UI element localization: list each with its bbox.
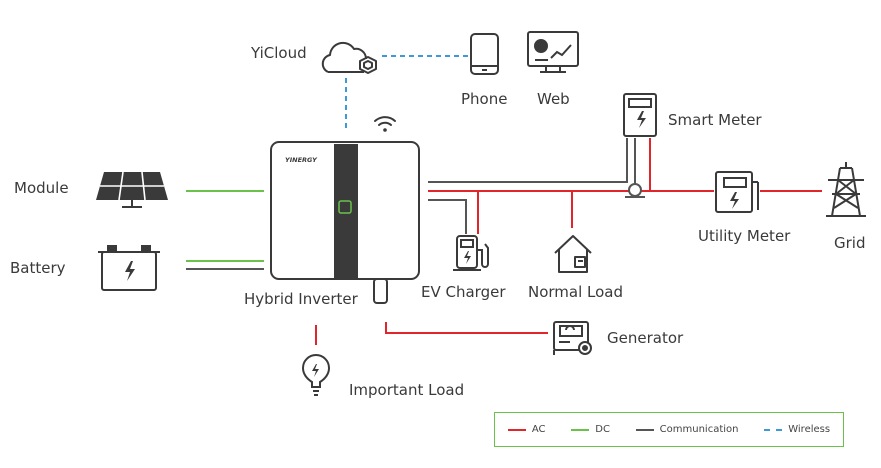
comm-line-smart-meter [428, 138, 628, 183]
normal-load-label: Normal Load [528, 283, 624, 301]
legend-label-communication: Communication [659, 424, 739, 435]
ev-charger-label: EV Charger [421, 283, 506, 301]
grid-label: Grid [834, 234, 866, 252]
legend-label-dc: DC [595, 424, 610, 435]
transmission-tower-icon [826, 162, 866, 217]
battery-label: Battery [10, 259, 66, 277]
battery-icon [98, 245, 160, 291]
ct-sensor-icon [625, 183, 645, 198]
legend-swatch-communication [635, 428, 654, 431]
solar-panel-icon [96, 171, 168, 208]
module-label: Module [14, 179, 69, 197]
web-label: Web [537, 90, 570, 108]
legend-label-ac: AC [531, 424, 546, 435]
inverter-brand-text: YINERGY [285, 156, 318, 164]
legend-swatch-dc [571, 428, 590, 431]
cloud-icon [321, 41, 377, 74]
legend-item-ac: AC [507, 424, 546, 435]
phone-icon [470, 33, 499, 75]
legend-item-communication: Communication [635, 424, 739, 435]
utility-meter-icon [715, 171, 759, 213]
comm-line-ev-charger [428, 199, 467, 234]
legend-label-wireless: Wireless [788, 424, 831, 435]
ac-line-generator [385, 322, 548, 334]
web-dashboard-icon [527, 31, 579, 73]
legend: AC DC Communication Wireless [494, 412, 844, 447]
generator-label: Generator [607, 329, 684, 347]
smart-meter-icon [623, 93, 657, 137]
smart-meter-label: Smart Meter [668, 111, 762, 129]
generator-icon [553, 321, 592, 355]
ev-charger-icon [453, 235, 489, 271]
hybrid-inverter-icon: YINERGY [270, 141, 420, 304]
legend-swatch-wireless [764, 428, 783, 431]
utility-meter-label: Utility Meter [698, 227, 791, 245]
phone-label: Phone [461, 90, 508, 108]
important-load-label: Important Load [349, 381, 465, 399]
legend-item-wireless: Wireless [764, 424, 830, 435]
house-icon [554, 235, 592, 273]
yicloud-label: YiCloud [251, 44, 307, 62]
legend-item-dc: DC [571, 424, 610, 435]
wifi-icon [374, 116, 396, 132]
hybrid-inverter-label: Hybrid Inverter [244, 290, 358, 308]
legend-swatch-ac [507, 428, 526, 431]
light-bulb-icon [301, 354, 331, 396]
